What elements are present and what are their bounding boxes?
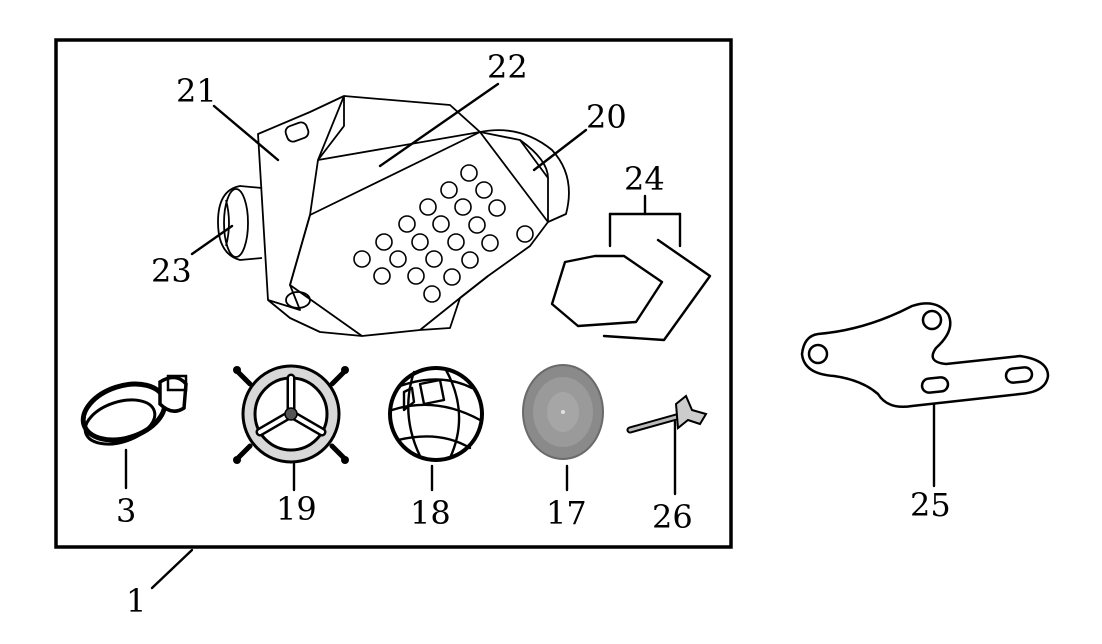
assembly-frame xyxy=(54,38,733,549)
perforated-panel-part xyxy=(267,95,549,337)
filter-cage-part xyxy=(388,366,484,462)
leader-lines xyxy=(124,82,936,590)
mounting-bracket-part xyxy=(800,302,1050,408)
callout-21: 21 xyxy=(176,72,217,110)
wire-gasket-part xyxy=(550,194,712,342)
callout-1: 1 xyxy=(126,582,146,620)
callout-25: 25 xyxy=(910,486,951,524)
clamp-part xyxy=(80,374,188,446)
callout-22: 22 xyxy=(487,48,528,86)
callout-26: 26 xyxy=(652,498,693,536)
intake-spigot-part xyxy=(217,185,263,261)
callout-3: 3 xyxy=(116,492,136,530)
callout-24: 24 xyxy=(624,160,665,198)
callout-23: 23 xyxy=(151,252,192,290)
callout-20: 20 xyxy=(586,98,627,136)
right-cover-part xyxy=(479,129,570,223)
foam-filter-part xyxy=(522,364,604,460)
callout-17: 17 xyxy=(546,494,587,532)
callout-19: 19 xyxy=(276,490,317,528)
filter-holder-part xyxy=(233,364,349,464)
callout-18: 18 xyxy=(410,494,451,532)
air-filter-housing xyxy=(217,95,570,337)
wing-bolt-part xyxy=(626,394,708,434)
